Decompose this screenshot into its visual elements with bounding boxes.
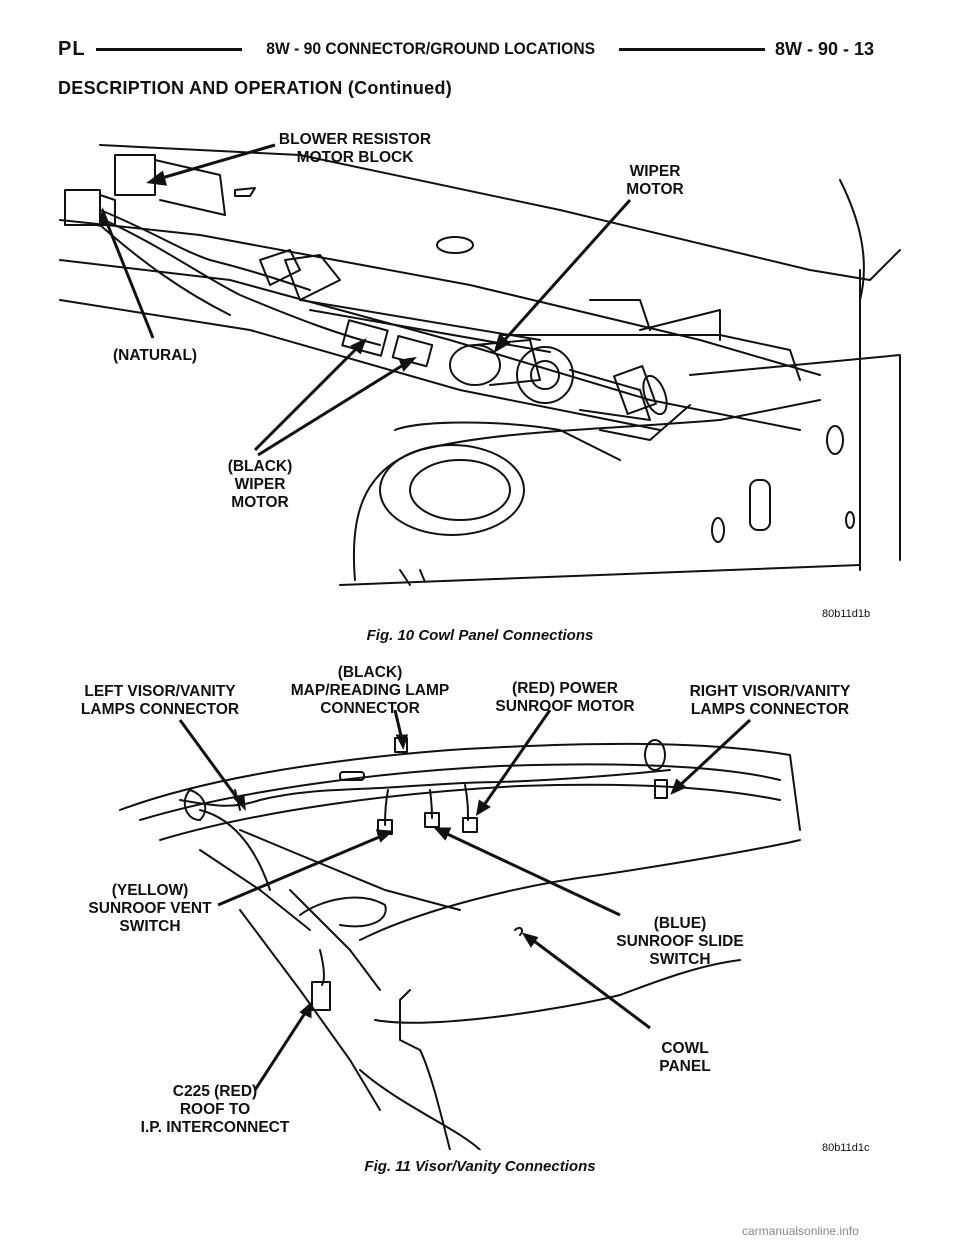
- header-left: PL: [58, 37, 86, 60]
- header-rule: [618, 47, 765, 51]
- header-page-number: 8W - 90 - 13: [774, 38, 875, 59]
- figure-10-illustration: [59, 143, 901, 586]
- figure-11-caption: Fig. 11 Visor/Vanity Connections: [364, 1158, 596, 1175]
- label-power-sunroof: (RED) POWER SUNROOF MOTOR: [495, 680, 635, 715]
- figure-11-code: 80b11d1c: [822, 1142, 870, 1154]
- label-left-visor: LEFT VISOR/VANITY LAMPS CONNECTOR: [80, 683, 240, 718]
- label-black-wiper-motor: (BLACK) WIPER MOTOR: [227, 458, 293, 511]
- label-cowl-panel: COWL PANEL: [659, 1040, 711, 1075]
- header-section-title: 8W - 90 CONNECTOR/GROUND LOCATIONS: [265, 39, 595, 58]
- figure-11-illustration: [119, 710, 801, 1150]
- label-natural: (NATURAL): [113, 347, 198, 364]
- watermark: carmanualsonline.info: [742, 1224, 859, 1238]
- figure-10-code: 80b11d1b: [822, 608, 871, 620]
- figure-10-caption: Fig. 10 Cowl Panel Connections: [366, 627, 594, 644]
- label-c225: C225 (RED) ROOF TO I.P. INTERCONNECT: [140, 1083, 290, 1136]
- section-subheading: DESCRIPTION AND OPERATION (Continued): [58, 78, 453, 98]
- page-header: PL 8W - 90 CONNECTOR/GROUND LOCATIONS 8W…: [58, 38, 874, 78]
- header-rule: [95, 47, 242, 51]
- label-map-reading-lamp: (BLACK) MAP/READING LAMP CONNECTOR: [290, 664, 450, 717]
- label-sunroof-slide-switch: (BLUE) SUNROOF SLIDE SWITCH: [616, 915, 744, 968]
- label-wiper-motor: WIPER MOTOR: [626, 163, 684, 198]
- label-sunroof-vent-switch: (YELLOW) SUNROOF VENT SWITCH: [88, 882, 212, 935]
- label-blower-resistor: BLOWER RESISTOR MOTOR BLOCK: [278, 131, 432, 166]
- label-right-visor: RIGHT VISOR/VANITY LAMPS CONNECTOR: [689, 683, 851, 718]
